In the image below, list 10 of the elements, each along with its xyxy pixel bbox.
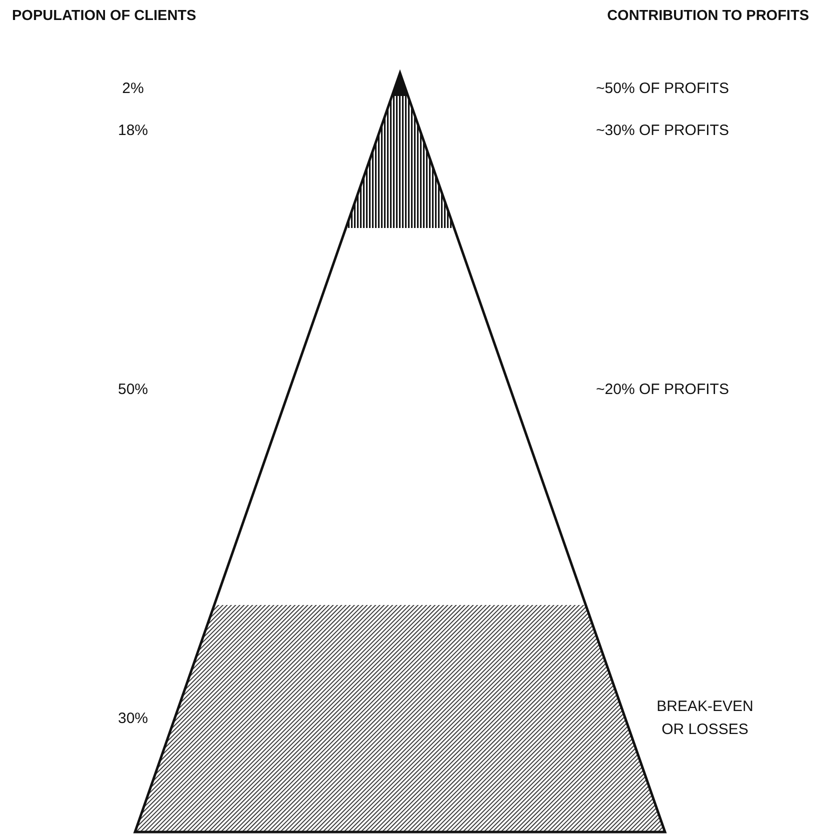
profit-contribution: ~30% OF PROFITS <box>596 121 729 141</box>
column-heading: CONTRIBUTION TO PROFITS <box>607 8 809 24</box>
population-percentage: 2% <box>121 79 145 99</box>
population-percentage: 50% <box>116 380 150 400</box>
profit-contribution: BREAK-EVEN OR LOSSES <box>656 697 754 740</box>
population-percentage: 18% <box>116 121 150 141</box>
profit-contribution: ~20% OF PROFITS <box>596 380 729 400</box>
population-percentage: 30% <box>116 709 150 729</box>
profit-contribution: ~50% OF PROFITS <box>596 79 729 99</box>
column-heading: POPULATION OF CLIENTS <box>12 8 196 24</box>
